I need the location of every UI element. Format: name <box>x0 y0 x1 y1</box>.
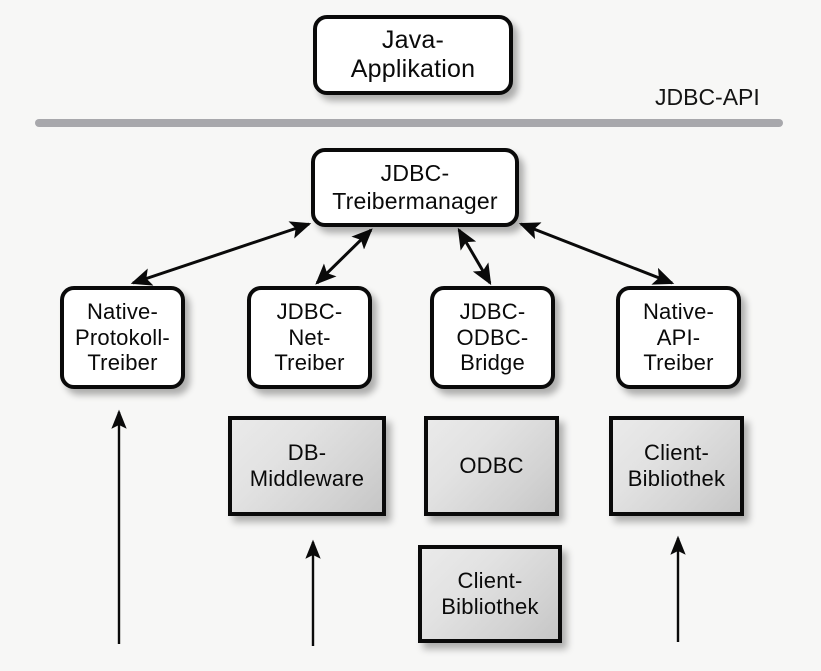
connector-manager-jdbc-net <box>315 228 373 285</box>
jdbc-odbc-bridge-node-label: JDBC- ODBC- Bridge <box>456 298 529 376</box>
native-api-treiber-node-label: Native- API- Treiber <box>642 298 715 376</box>
native-protokoll-treiber-node[interactable]: Native- Protokoll- Treiber <box>60 286 185 389</box>
client-bibliothek-right-node-label: Client- Bibliothek <box>627 440 726 491</box>
connector-manager-native-api <box>518 222 675 285</box>
jdbc-odbc-bridge-node[interactable]: JDBC- ODBC- Bridge <box>430 286 555 389</box>
db-middleware-node[interactable]: DB- Middleware <box>228 416 386 516</box>
odbc-node[interactable]: ODBC <box>424 416 559 516</box>
native-protokoll-treiber-node-label: Native- Protokoll- Treiber <box>75 298 170 376</box>
odbc-node-label: ODBC <box>459 453 524 479</box>
native-api-treiber-node[interactable]: Native- API- Treiber <box>616 286 741 389</box>
jdbc-net-treiber-node-label: JDBC- Net- Treiber <box>274 298 345 376</box>
jdbc-treibermanager-node[interactable]: JDBC- Treibermanager <box>311 148 519 227</box>
connector-manager-native-protokoll <box>130 221 312 286</box>
jdbc-api-separator-bar <box>35 119 783 127</box>
jdbc-treibermanager-node-label: JDBC- Treibermanager <box>332 160 498 214</box>
client-bibliothek-middle-node[interactable]: Client- Bibliothek <box>418 545 562 643</box>
jdbc-api-label: JDBC-API <box>655 84 760 110</box>
jdbc-net-treiber-node[interactable]: JDBC- Net- Treiber <box>247 286 372 389</box>
client-bibliothek-right-node[interactable]: Client- Bibliothek <box>609 416 744 516</box>
client-bibliothek-middle-node-label: Client- Bibliothek <box>441 568 539 619</box>
java-applikation-node-label: Java- Applikation <box>350 25 476 84</box>
db-middleware-node-label: DB- Middleware <box>249 440 365 491</box>
connector-manager-jdbc-odbc <box>457 227 492 286</box>
java-applikation-node[interactable]: Java- Applikation <box>313 15 513 95</box>
